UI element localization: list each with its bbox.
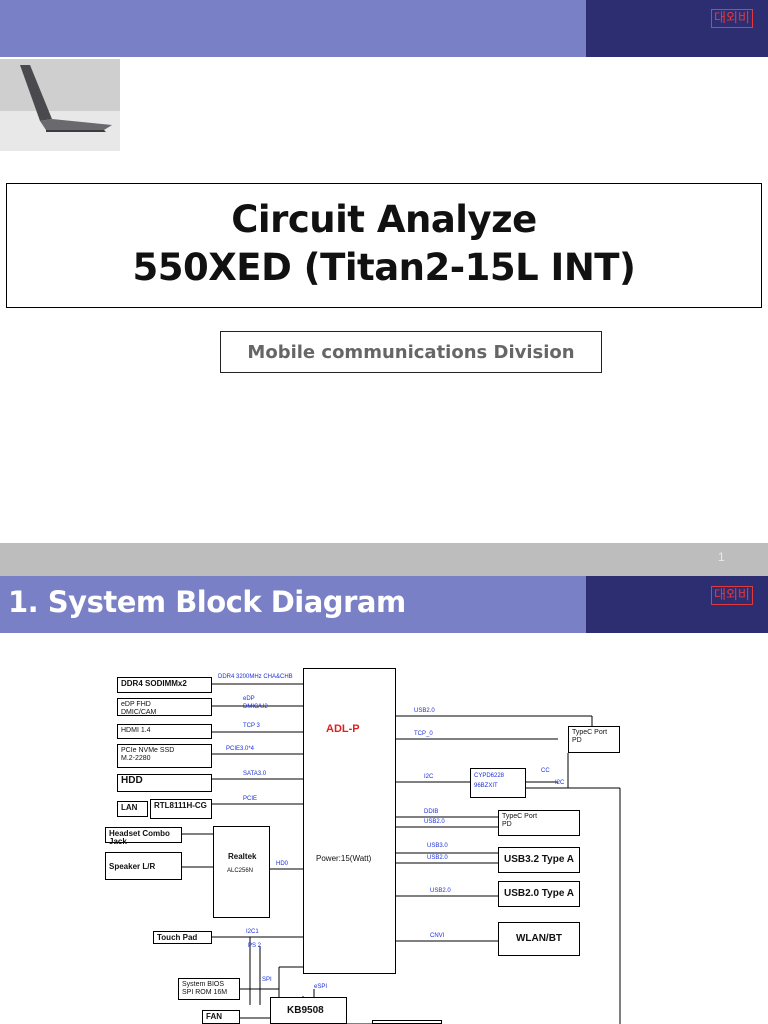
confidential-badge-2: 대외비 [711,586,753,605]
subtitle-box: Mobile communications Division [220,331,602,373]
signal-ddr4: DDR4 3200MHz CHA&CHB [218,674,293,680]
signal-hda: HD0 [276,861,289,867]
cpu-name: ADL-P [326,723,360,735]
cpu-power: Power:15(Watt) [316,854,372,863]
edp-label: eDP FHD [121,701,151,708]
title-box: Circuit Analyze 550XED (Titan2-15L INT) [6,183,762,308]
signal-dmic: DMIC/U2 [243,704,268,710]
cpu-block: ADL-P Power:15(Watt) [303,668,396,974]
page-number: 1 [718,550,725,564]
signal-ps2: PS 2 [248,943,262,949]
header-bar [0,0,586,57]
signal-usb20-c: USB2.0 [427,855,448,861]
signal-usb20-a: USB2.0 [414,708,435,714]
signal-tcp0: TCP_0 [414,731,433,737]
hdmi-block: HDMI 1.4 [117,724,212,739]
bios-block: System BIOS SPI ROM 16M [178,978,240,1000]
touchpad-block: Touch Pad [153,931,212,944]
bios-label: System BIOS [182,981,225,988]
typec-port-1: TypeC Port PD [568,726,620,753]
cypd-label: CYPD6228 [474,773,505,779]
fan-block: FAN [202,1010,240,1024]
signal-sata: SATA3.0 [243,771,267,777]
usb32-block: USB3.2 Type A [498,847,580,873]
lan-block: LAN [117,801,148,817]
signal-usb20-d: USB2.0 [430,888,451,894]
signal-cc: CC [541,768,550,774]
confidential-badge: 대외비 [711,9,753,28]
headset-block: Headset Combo Jack [105,827,182,846]
signal-spi: SPI [262,977,272,983]
realtek-block: Realtek ALC256N [213,826,270,918]
typec1-pd-label: PD [572,737,582,744]
usb20-block: USB2.0 Type A [498,881,580,907]
section-title: 1. System Block Diagram [8,585,406,619]
speaker-block: Speaker L/R [105,852,182,880]
wlan-block: WLAN/BT [498,922,580,956]
signal-espi: eSPI [314,984,328,990]
signal-i2c1: I2C1 [246,929,259,935]
signal-tcp3: TCP 3 [243,723,260,729]
cypd-block: CYPD6228 96BZXIT [470,768,526,798]
cypd-part-label: 96BZXIT [474,783,498,789]
signal-edp: eDP [243,696,255,702]
signal-i2c: I2C [424,774,434,780]
ssd-block: PCIe NVMe SSD M.2-2280 [117,744,212,768]
typec-port-2: TypeC Port PD [498,810,580,836]
lower-block [372,1020,442,1024]
ssd-size-label: M.2-2280 [121,755,151,762]
title-line-2: 550XED (Titan2-15L INT) [132,246,636,289]
realtek-label: Realtek [228,852,257,861]
slide-divider [0,543,768,576]
signal-usb20-b: USB2.0 [424,819,445,825]
typec2-label: TypeC Port [502,813,538,820]
bios-rom-label: SPI ROM 16M [182,989,228,996]
signal-ddib: DDIB [424,809,439,815]
block-diagram: ADL-P Power:15(Watt) DDR4 SODIMMx2 eDP F… [0,640,768,1024]
signal-usb30: USB3.0 [427,843,448,849]
section-header-bar [0,576,586,633]
rtl-block: RTL8111H-CG [150,799,212,819]
laptop-icon [0,59,120,151]
connection-lines [182,683,621,1024]
title-line-1: Circuit Analyze [231,198,537,241]
typec1-label: TypeC Port [572,729,608,736]
realtek-part: ALC256N [227,868,254,874]
typec2-pd-label: PD [502,821,512,828]
signal-i2c-b: I2C [555,780,565,786]
hdd-block: HDD [117,774,212,792]
edp-block: eDP FHD DMIC/CAM [117,698,212,716]
signal-cnvi: CNVI [430,933,445,939]
dmic-label: DMIC/CAM [121,709,157,716]
ssd-label: PCIe NVMe SSD [121,747,175,754]
signal-pcie: PCIE [243,796,258,802]
ddr4-block: DDR4 SODIMMx2 [117,677,212,693]
ec-block: KB9508 [270,997,347,1024]
laptop-photo [0,59,120,151]
signal-pcie3: PCIE3.0*4 [226,746,255,752]
